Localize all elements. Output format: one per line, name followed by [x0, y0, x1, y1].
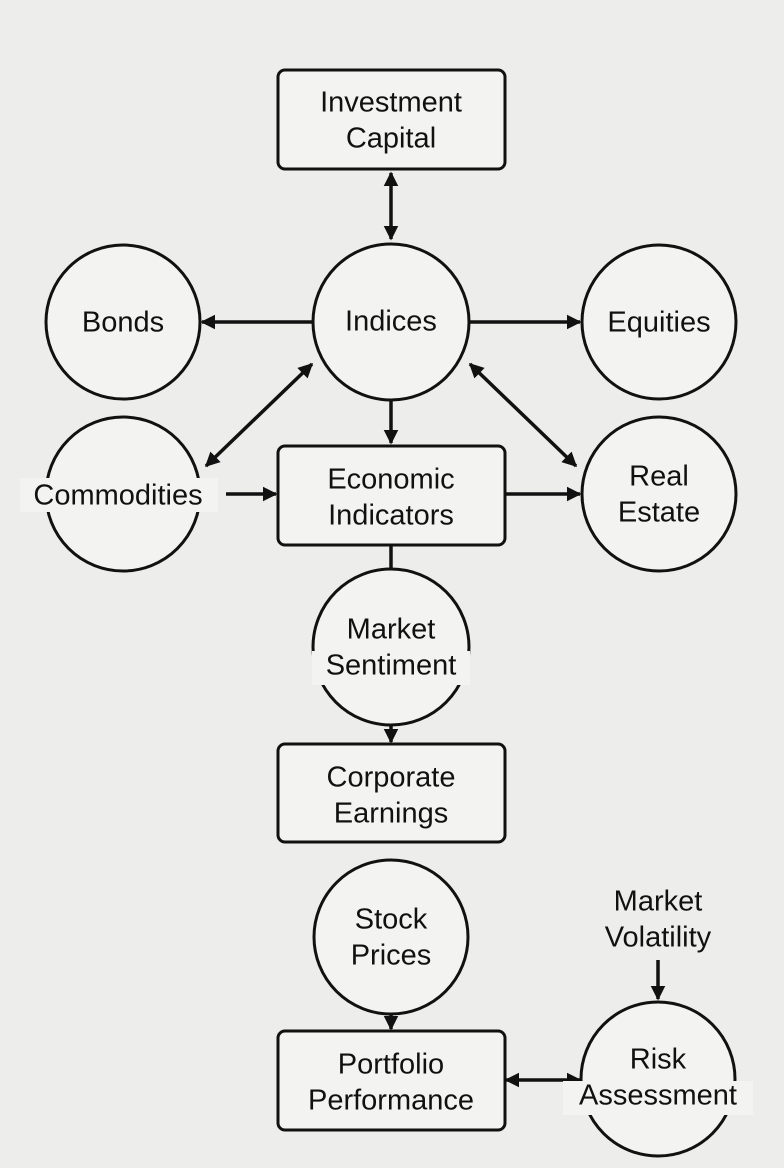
node-market-volatility: Market Volatility: [605, 886, 712, 954]
node-real-estate: Real Estate: [580, 415, 738, 573]
market-volatility-line2: Volatility: [605, 922, 712, 954]
node-stock-prices: Stock Prices: [312, 858, 470, 1016]
node-commodities: Commodities: [20, 415, 218, 573]
node-investment-capital: Investment Capital: [276, 68, 507, 171]
node-equities: Equities: [580, 243, 738, 401]
equities-label: Equities: [607, 307, 710, 339]
indices-label: Indices: [345, 306, 437, 338]
investment-capital-line2: Capital: [346, 123, 436, 155]
real-estate-line2: Estate: [618, 497, 700, 529]
node-risk-assessment: Risk Assessment: [563, 1000, 753, 1158]
portfolio-performance-line1: Portfolio: [338, 1049, 444, 1081]
node-indices: Indices: [311, 242, 471, 402]
edge-indices-realestate: [468, 362, 578, 468]
commodities-label: Commodities: [33, 480, 202, 512]
node-bonds: Bonds: [44, 243, 202, 401]
real-estate-line1: Real: [629, 461, 689, 493]
portfolio-performance-line2: Performance: [308, 1085, 474, 1117]
corporate-earnings-line2: Earnings: [334, 798, 448, 830]
node-corporate-earnings: Corporate Earnings: [276, 742, 507, 844]
edge-indices-commodities: [204, 362, 314, 468]
node-economic-indicators: Economic Indicators: [276, 444, 507, 547]
node-portfolio-performance: Portfolio Performance: [276, 1029, 507, 1132]
risk-assessment-line1: Risk: [630, 1044, 687, 1076]
investment-capital-line1: Investment: [320, 87, 462, 119]
stock-prices-line2: Prices: [351, 940, 432, 972]
economic-indicators-line1: Economic: [327, 464, 454, 496]
bonds-label: Bonds: [82, 307, 164, 339]
economic-indicators-line2: Indicators: [328, 500, 454, 532]
market-volatility-line1: Market: [614, 886, 703, 918]
market-sentiment-line2: Sentiment: [326, 650, 457, 682]
corporate-earnings-line1: Corporate: [327, 762, 456, 794]
node-market-sentiment: Market Sentiment: [311, 567, 471, 727]
risk-assessment-line2: Assessment: [579, 1080, 737, 1112]
stock-prices-line1: Stock: [355, 904, 428, 936]
market-sentiment-line1: Market: [347, 614, 436, 646]
